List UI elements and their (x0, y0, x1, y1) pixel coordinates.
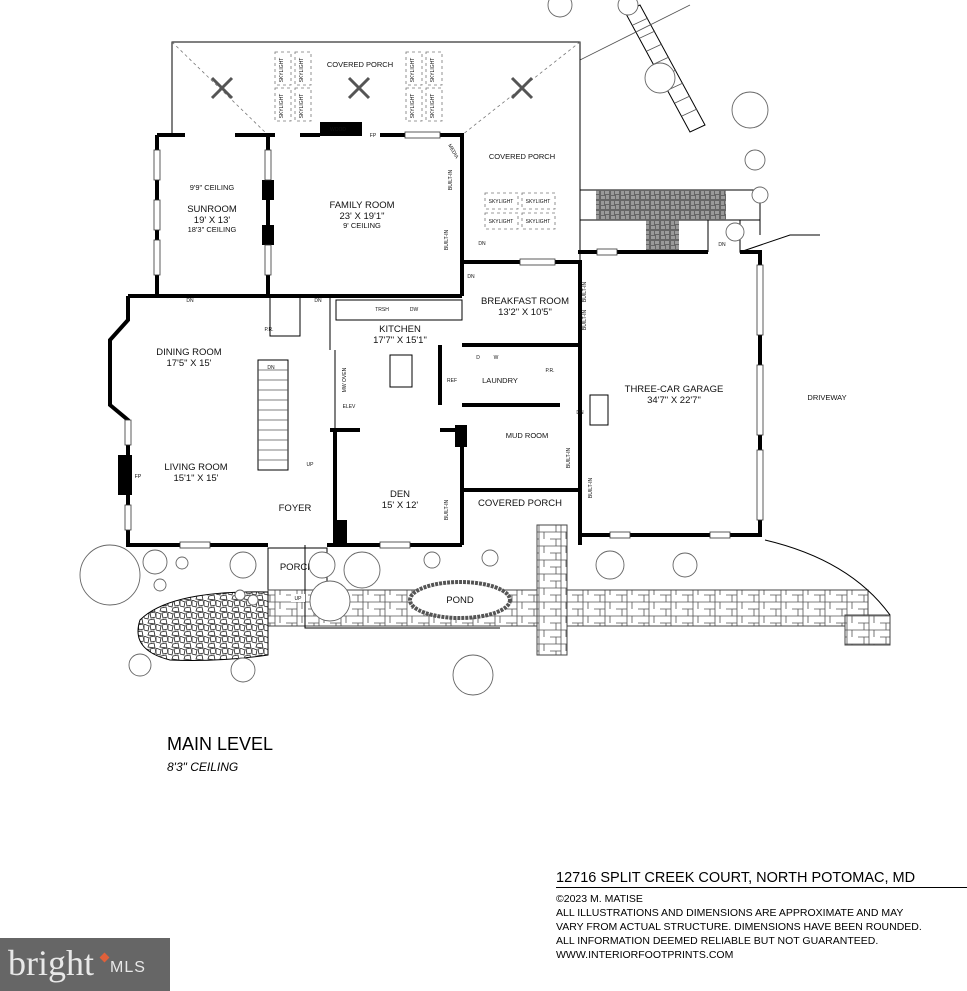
room-label-covered-porch: COVERED PORCH (478, 498, 562, 509)
svg-text:REF: REF (447, 378, 457, 384)
room-label-garage: THREE-CAR GARAGE (625, 384, 724, 395)
svg-text:TRSH: TRSH (375, 307, 389, 313)
svg-text:19' X 13': 19' X 13' (194, 215, 231, 226)
room-label-sunroom: SUNROOM (187, 204, 237, 215)
svg-text:SKYLIGHT: SKYLIGHT (299, 58, 305, 83)
svg-text:SKYLIGHT: SKYLIGHT (410, 94, 416, 119)
svg-text:UP: UP (307, 462, 315, 468)
svg-text:DN: DN (186, 298, 194, 304)
disclaimer-line: ALL ILLUSTRATIONS AND DIMENSIONS ARE APP… (556, 907, 904, 919)
room-label-family-room: FAMILY ROOM (329, 200, 394, 211)
svg-text:18'3" CEILING: 18'3" CEILING (188, 225, 237, 234)
svg-text:D: D (476, 355, 480, 361)
pond-label: POND (446, 595, 474, 606)
svg-text:MEDIA: MEDIA (446, 143, 459, 160)
svg-text:SKYLIGHT: SKYLIGHT (430, 94, 436, 119)
svg-text:15'1" X 15': 15'1" X 15' (173, 473, 218, 484)
svg-text:BUILT-IN: BUILT-IN (566, 448, 572, 469)
landscape: PORCH POND (79, 0, 891, 696)
svg-text:ELEV: ELEV (343, 404, 356, 410)
logo-text: bright (8, 943, 94, 983)
svg-text:SKYLIGHT: SKYLIGHT (299, 94, 305, 119)
ceiling-fan-icon (347, 76, 371, 100)
svg-text:SKYLIGHT: SKYLIGHT (489, 199, 514, 205)
svg-text:P.R.: P.R. (264, 327, 273, 333)
svg-text:17'7" X 15'1": 17'7" X 15'1" (373, 335, 427, 346)
room-label-foyer: FOYER (279, 503, 312, 514)
svg-text:9'9" CEILING: 9'9" CEILING (190, 183, 235, 192)
room-label-laundry: LAUNDRY (482, 376, 518, 385)
room-label-den: DEN (390, 489, 410, 500)
room-label-porch: PORCH (280, 562, 314, 573)
svg-text:DN: DN (267, 365, 275, 371)
address: 12716 SPLIT CREEK COURT, NORTH POTOMAC, … (556, 870, 967, 888)
svg-text:13'2" X 10'5": 13'2" X 10'5" (498, 307, 552, 318)
svg-text:SKYLIGHT: SKYLIGHT (279, 94, 285, 119)
svg-text:WOOD: WOOD (330, 127, 346, 133)
logo-accent-icon (99, 952, 110, 963)
svg-text:DN: DN (718, 242, 726, 248)
ceiling-fan-icon (210, 76, 234, 100)
svg-text:SKYLIGHT: SKYLIGHT (430, 58, 436, 83)
room-label-covered-porch: COVERED PORCH (489, 152, 555, 161)
svg-text:34'7" X 22'7": 34'7" X 22'7" (647, 395, 701, 406)
svg-text:SKYLIGHT: SKYLIGHT (410, 58, 416, 83)
svg-text:BUILT-IN: BUILT-IN (582, 282, 588, 303)
svg-text:P.R.: P.R. (545, 368, 554, 374)
svg-text:9' CEILING: 9' CEILING (343, 221, 381, 230)
svg-text:DN: DN (576, 410, 584, 416)
svg-text:SKYLIGHT: SKYLIGHT (526, 199, 551, 205)
svg-text:BUILT-IN: BUILT-IN (588, 478, 594, 499)
disclaimer-line: VARY FROM ACTUAL STRUCTURE. DIMENSIONS H… (556, 921, 922, 933)
svg-text:17'5" X 15': 17'5" X 15' (166, 358, 211, 369)
room-label-breakfast-room: BREAKFAST ROOM (481, 296, 569, 307)
svg-text:BUILT-IN: BUILT-IN (444, 500, 450, 521)
svg-text:15' X 12': 15' X 12' (382, 500, 419, 511)
svg-text:BUILT-IN: BUILT-IN (582, 310, 588, 331)
room-label-dining-room: DINING ROOM (156, 347, 222, 358)
room-label-kitchen: KITCHEN (379, 324, 421, 335)
svg-text:FP: FP (135, 474, 142, 480)
walls (108, 122, 764, 549)
plan-title: MAIN LEVEL (167, 734, 274, 754)
svg-text:MW OVEN: MW OVEN (342, 367, 348, 392)
svg-text:SKYLIGHT: SKYLIGHT (489, 219, 514, 225)
room-label-living-room: LIVING ROOM (164, 462, 227, 473)
exterior-stairs (579, 4, 706, 133)
svg-text:DN: DN (467, 274, 475, 280)
svg-text:BUILT-IN: BUILT-IN (448, 170, 454, 191)
bright-mls-logo: bright MLS (0, 938, 170, 991)
plan-subtitle: 8'3" CEILING (167, 760, 239, 774)
room-label-mud-room: MUD ROOM (506, 431, 549, 440)
patio: DN (579, 189, 820, 253)
svg-text:DN: DN (314, 298, 322, 304)
website: WWW.INTERIORFOOTPRINTS.COM (556, 949, 734, 961)
svg-text:BUILT-IN: BUILT-IN (444, 230, 450, 251)
ceiling-fan-icon (510, 76, 534, 100)
logo-suffix: MLS (110, 959, 146, 976)
svg-text:FP: FP (370, 133, 377, 139)
room-label-covered-porch: COVERED PORCH (327, 60, 393, 69)
disclaimer-line: ALL INFORMATION DEEMED RELIABLE BUT NOT … (556, 935, 879, 947)
svg-text:W: W (494, 355, 499, 361)
svg-text:DW: DW (410, 307, 419, 313)
svg-text:UP: UP (295, 596, 303, 602)
porch-steps-label: UP (291, 594, 305, 602)
svg-text:SKYLIGHT: SKYLIGHT (526, 219, 551, 225)
svg-text:DN: DN (478, 241, 486, 247)
covered-porch-top: SKYLIGHT SKYLIGHT SKYLIGHT SKYLIGHT SKYL… (171, 41, 581, 262)
svg-text:SKYLIGHT: SKYLIGHT (279, 58, 285, 83)
svg-text:23' X 19'1": 23' X 19'1" (339, 211, 384, 222)
copyright: ©2023 M. MATISE (556, 893, 643, 905)
skylights (274, 51, 556, 230)
room-label-driveway: DRIVEWAY (807, 393, 846, 402)
